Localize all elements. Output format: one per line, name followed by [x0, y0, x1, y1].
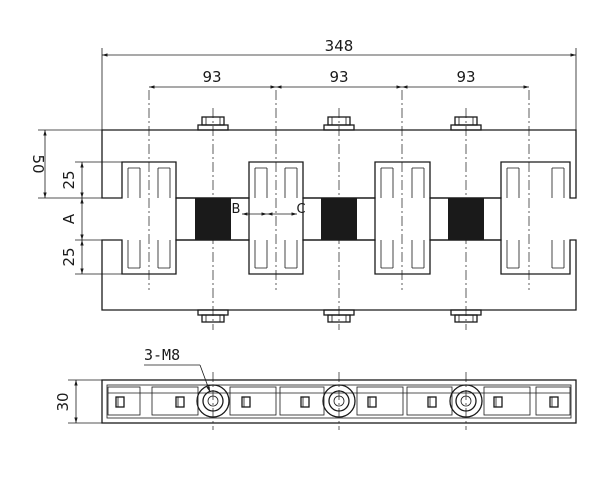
dim-spacing-3: 93: [456, 68, 475, 86]
dim-gap-a: A: [60, 213, 78, 224]
dim-gap-c: C: [296, 202, 305, 217]
top-bolts: [197, 116, 482, 131]
dim-spacing-2: 93: [329, 68, 348, 86]
dim-overall-width: 348: [325, 37, 354, 55]
upper-fingers: [127, 167, 565, 198]
side-view-studs: [115, 396, 559, 408]
dim-spacing-1: 93: [202, 68, 221, 86]
dim-gap-b: B: [232, 202, 241, 217]
dim-lower-slot: 25: [60, 247, 78, 266]
side-view: 3-M8 30: [54, 346, 577, 430]
dim-upper-slot: 25: [60, 170, 78, 189]
m8-holes: [196, 384, 483, 418]
dim-total-height: 50: [29, 154, 47, 173]
top-view-center-lines: [148, 90, 530, 330]
dimensions-top: 348 93 93 93 50 25 A 25 B C: [29, 37, 577, 275]
lower-fingers: [127, 240, 565, 269]
lower-block-outline: [101, 239, 577, 311]
top-view: [101, 90, 577, 330]
thread-callout: 3-M8: [144, 346, 180, 364]
spacer-bars: [175, 197, 502, 241]
dim-side-thickness: 30: [54, 392, 72, 411]
bottom-bolts: [197, 309, 482, 323]
